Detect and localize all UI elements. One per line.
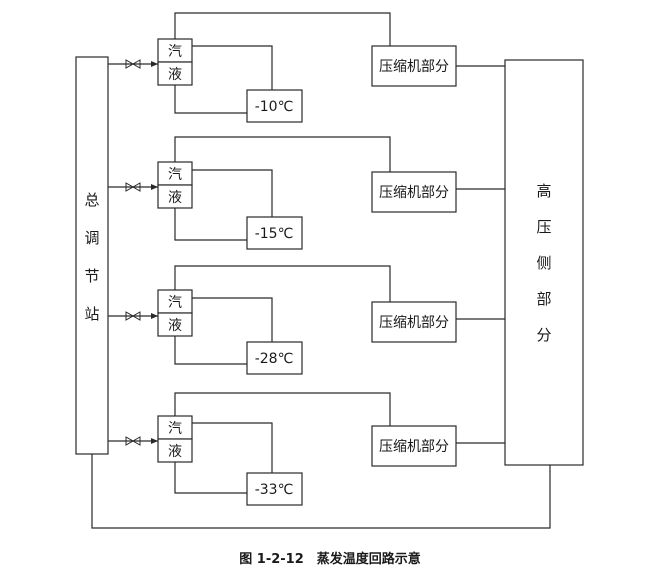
temperature-label: -10℃ [255, 99, 294, 115]
temperature-box [246, 89, 303, 123]
vapor-label: 汽 [168, 421, 182, 437]
vapor-suction-line [174, 136, 391, 172]
high-pressure-char: 压 [536, 218, 551, 236]
temperature-label: -33℃ [255, 482, 294, 498]
flow-arrow-icon [151, 61, 158, 67]
vapor-to-temp-line [192, 297, 273, 342]
evaporator-row-3: 汽 液 -28℃ 压缩机部分 [108, 265, 505, 375]
expansion-valve-icon [125, 182, 141, 192]
compressor-box [371, 171, 457, 213]
vapor-to-temp-line [192, 169, 273, 217]
compressor-label: 压缩机部分 [379, 185, 449, 201]
compressor-box [371, 425, 457, 467]
vapor-suction-line [174, 392, 391, 426]
vapor-label: 汽 [168, 44, 182, 60]
temperature-box [246, 216, 303, 250]
compressor-box [371, 45, 457, 87]
expansion-valve-icon [125, 311, 141, 321]
compressor-label: 压缩机部分 [379, 439, 449, 455]
main-station-char: 总 [84, 191, 99, 209]
high-pressure-char: 部 [536, 290, 551, 308]
liquid-label: 液 [168, 67, 182, 83]
liquid-to-temp-line [174, 462, 247, 494]
liquid-to-temp-line [174, 208, 247, 241]
vapor-suction-line [174, 265, 391, 302]
compressor-box [371, 301, 457, 343]
evaporator-row-4: 汽 液 -33℃ 压缩机部分 [108, 392, 505, 506]
liquid-label: 液 [168, 318, 182, 334]
vapor-label: 汽 [168, 167, 182, 183]
return-line [91, 454, 551, 529]
compressor-label: 压缩机部分 [379, 315, 449, 331]
high-pressure-char: 高 [536, 182, 551, 200]
vapor-to-temp-line [192, 422, 273, 473]
vapor-label: 汽 [168, 295, 182, 311]
evaporator-row-2: 汽 液 -15℃ 压缩机部分 [108, 136, 505, 250]
expansion-valve-icon [125, 59, 141, 69]
temperature-box [246, 341, 303, 375]
figure-caption: 图 1-2-12 蒸发温度回路示意 [239, 551, 421, 567]
expansion-valve-icon [125, 436, 141, 446]
evaporator-row-1: 汽 液 -10℃ 压缩机部分 [108, 12, 505, 123]
main-station-char: 站 [84, 305, 99, 323]
vapor-suction-line [174, 12, 391, 46]
liquid-label: 液 [168, 190, 182, 206]
high-pressure-char: 侧 [536, 254, 551, 272]
flow-arrow-icon [151, 438, 158, 444]
high-pressure-char: 分 [536, 326, 551, 344]
main-station-char: 调 [84, 229, 99, 247]
vapor-to-temp-line [192, 45, 273, 90]
liquid-to-temp-line [174, 85, 247, 114]
high-pressure-side: 高 压 侧 部 分 [504, 59, 584, 466]
temperature-box [246, 472, 303, 506]
main-station-char: 节 [84, 267, 99, 285]
liquid-label: 液 [168, 444, 182, 460]
temperature-label: -15℃ [255, 226, 294, 242]
flow-arrow-icon [151, 313, 158, 319]
main-regulating-station: 总 调 节 站 [75, 56, 109, 455]
flow-arrow-icon [151, 184, 158, 190]
temperature-label: -28℃ [255, 351, 294, 367]
liquid-to-temp-line [174, 336, 247, 365]
compressor-label: 压缩机部分 [379, 59, 449, 75]
